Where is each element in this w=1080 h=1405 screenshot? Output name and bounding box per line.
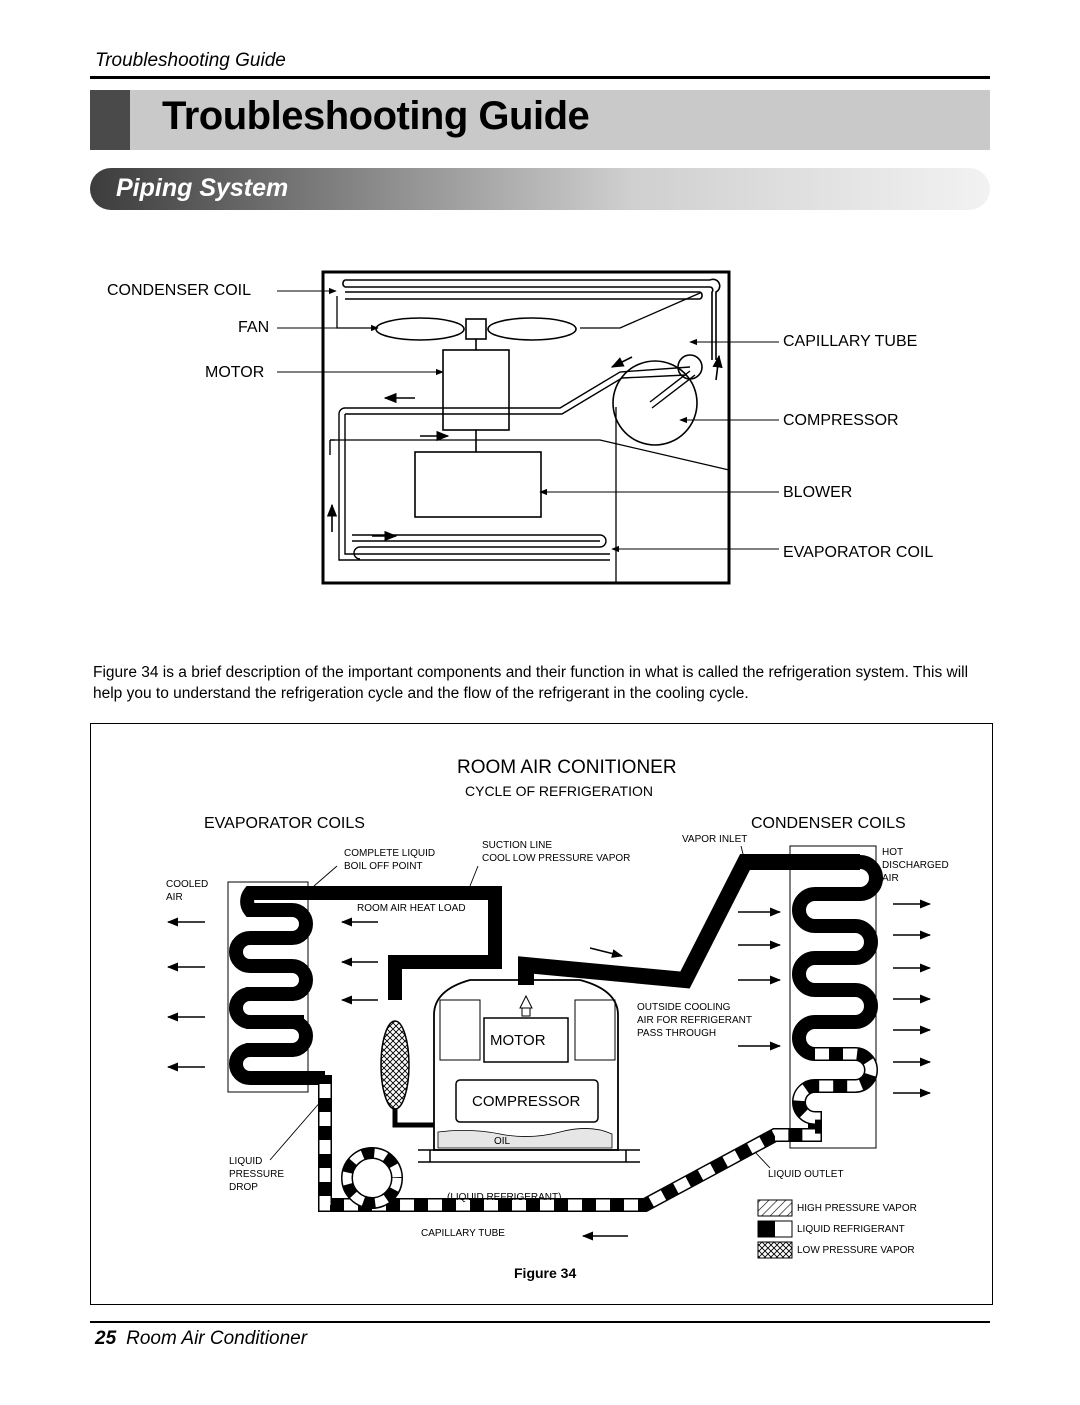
label-discharged-air: AIR [882,873,899,884]
label-room-air-heat-load: ROOM AIR HEAT LOAD [357,903,466,914]
footer-rule [90,1321,990,1323]
label-oil: OIL [494,1136,511,1147]
label-pressure: PRESSURE [229,1169,285,1180]
label-hot: HOT [882,847,904,858]
title-bar: Troubleshooting Guide [90,90,990,150]
label-blower: BLOWER [783,484,853,501]
blower [414,451,542,518]
air-arrows [166,899,932,1241]
label-cooled: COOLED [166,879,209,890]
legend-swatch-liquid [757,1220,793,1238]
label-drop: DROP [229,1182,258,1193]
label-pass-through: PASS THROUGH [637,1028,717,1039]
description-paragraph: Figure 34 is a brief description of the … [93,664,969,702]
condenser-coil [342,278,721,360]
section-bar: Piping System [90,168,990,210]
label-boil-off-point: BOIL OFF POINT [344,861,423,872]
page-number: 25 [95,1328,117,1349]
accumulator [380,1020,410,1110]
label-air-for-refrigerant: AIR FOR REFRIGERANT [637,1015,753,1026]
page-title: Troubleshooting Guide [162,94,590,138]
label-discharged: DISCHARGED [882,860,949,871]
label-compressor: COMPRESSOR [783,412,899,429]
figure-title: ROOM AIR CONITIONER [457,757,677,778]
label-condenser-coil: CONDENSER COIL [107,282,252,299]
label-capillary-tube: CAPILLARY TUBE [421,1228,505,1239]
piping-diagram [277,270,779,585]
legend-high-pressure-vapor: HIGH PRESSURE VAPOR [797,1203,917,1214]
title-bar-accent [90,90,130,150]
evaporator-liquid-segments [246,959,314,1085]
unit-frame [321,270,731,585]
label-liquid: LIQUID [229,1156,263,1167]
label-liquid-outlet: LIQUID OUTLET [768,1169,844,1180]
figure-subtitle: CYCLE OF REFRIGERATION [465,783,653,799]
footer: 25 Room Air Conditioner [95,1328,307,1350]
compressor [612,360,698,446]
header-rule [90,76,990,79]
legend-swatch-high-pressure [757,1199,793,1217]
section-title: Piping System [116,174,289,202]
label-capillary-tube: CAPILLARY TUBE [783,333,918,350]
label-condenser-coils: CONDENSER COILS [751,815,906,832]
legend-liquid-refrigerant: LIQUID REFRIGERANT [797,1224,905,1235]
label-motor: MOTOR [205,364,265,381]
label-evaporator-coils: EVAPORATOR COILS [204,815,365,832]
label-cool-low-pressure-vapor: COOL LOW PRESSURE VAPOR [482,853,631,864]
refrigerant-tubing [329,366,696,561]
label-motor-box: MOTOR [490,1032,546,1049]
legend-swatch-low-pressure [757,1241,793,1259]
label-evaporator-coil: EVAPORATOR COIL [783,544,934,561]
label-outside-cooling: OUTSIDE COOLING [637,1002,731,1013]
legend-low-pressure-vapor: LOW PRESSURE VAPOR [797,1245,915,1256]
refrigeration-cycle-diagram [166,845,932,1259]
label-vapor-inlet: VAPOR INLET [682,834,748,845]
label-cooled-air: AIR [166,892,183,903]
figure-caption: Figure 34 [514,1265,577,1281]
motor-box [483,1017,569,1063]
label-compressor-box: COMPRESSOR [472,1093,581,1110]
label-fan: FAN [238,319,270,336]
label-suction-line: SUCTION LINE [482,840,553,851]
label-complete-liquid: COMPLETE LIQUID [344,848,436,859]
running-header: Troubleshooting Guide [95,50,286,71]
footer-title: Room Air Conditioner [126,1328,308,1349]
label-liquid-refrigerant-pipe: (LIQUID REFRIGERANT) [447,1192,562,1203]
compressor-box [455,1079,599,1123]
figure-34-box [90,723,993,1305]
